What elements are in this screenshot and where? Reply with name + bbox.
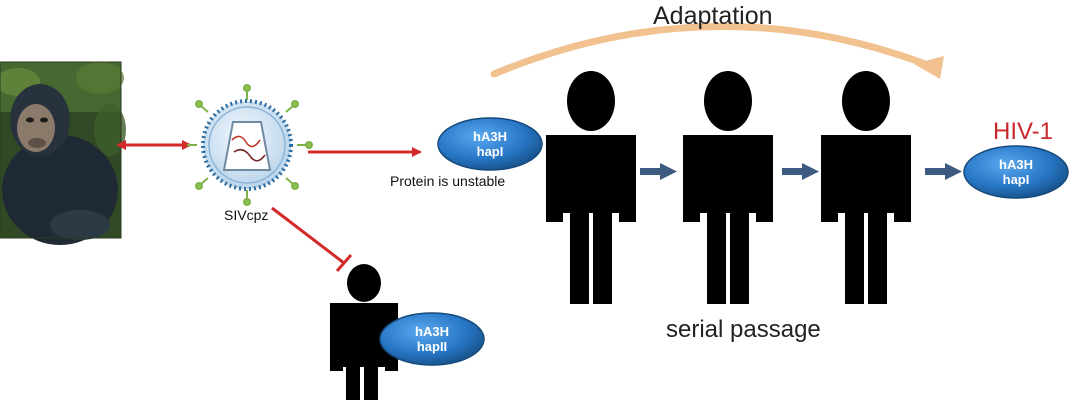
person-silhouette-icon <box>821 71 911 304</box>
oval-main-line1: hA3H <box>473 129 507 144</box>
oval-hiv-text: hA3H hapI <box>976 157 1056 187</box>
virus-label: SIVcpz <box>224 207 269 223</box>
hiv-hA3H-hapI-protein <box>963 145 1069 199</box>
inhibition-arrow <box>271 206 353 272</box>
oval-bottom-line1: hA3H <box>415 324 449 339</box>
person-silhouette-icon <box>683 71 773 304</box>
unstable-label: Protein is unstable <box>390 173 506 189</box>
serial-passage-label: serial passage <box>666 316 821 343</box>
passage-arrows <box>640 163 962 180</box>
person-silhouette-icon <box>546 71 636 304</box>
hiv-label: HIV-1 <box>993 118 1054 145</box>
oval-main-line2: hapI <box>476 144 504 159</box>
oval-bottom-line2: hapII <box>416 339 448 354</box>
chimpanzee-photo <box>0 61 126 245</box>
oval-bottom-text: hA3H hapII <box>392 324 472 354</box>
oval-main-text: hA3H hapI <box>450 129 530 159</box>
hA3H-hapII-protein <box>379 312 485 366</box>
oval-hiv-line1: hA3H <box>999 157 1033 172</box>
adaptation-label: Adaptation <box>653 2 773 30</box>
hA3H-hapI-protein <box>437 117 543 171</box>
adaptation-arc <box>490 23 944 79</box>
virus-icon <box>187 84 313 206</box>
oval-hiv-line2: hapI <box>1002 172 1030 187</box>
